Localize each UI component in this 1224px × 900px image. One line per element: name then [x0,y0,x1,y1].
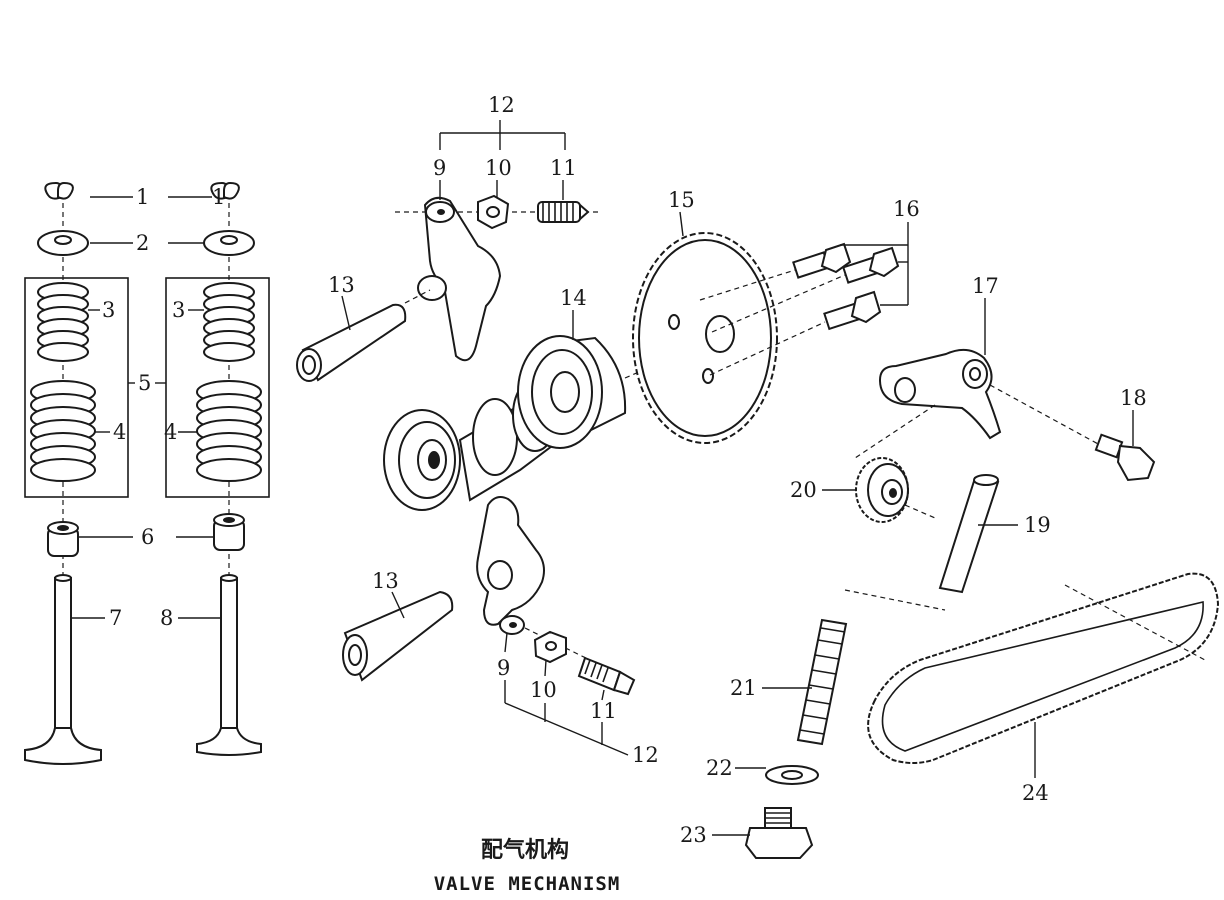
callout-12: 12 [488,93,515,117]
inner-valve-spring [203,282,255,362]
callout-1: 1 [136,185,149,209]
sprocket-bolts [699,242,900,376]
valve-spring-retainer [203,230,255,256]
callout-16: 16 [893,197,920,221]
left-valve-assembly [24,181,129,765]
spring-set-frame [165,277,270,498]
callout-3-right: 3 [172,298,185,322]
valve-spring-retainer [37,230,89,256]
upper-rocker-arm-assembly [395,194,600,362]
callout-19: 19 [1024,513,1051,537]
adjust-screw [577,656,636,696]
rocker-arm-shaft-lower [342,590,454,682]
callout-22: 22 [706,756,733,780]
rocker-arm-shaft-upper [296,289,431,382]
callout-1-right: 1 [212,185,225,209]
tensioner-pivot-bolt [1094,433,1156,482]
adjust-screw [537,201,590,223]
camshaft [383,335,691,511]
tensioner-roller [855,457,936,523]
callout-24: 24 [1022,781,1049,805]
outer-valve-spring [30,380,96,482]
callout-17: 17 [972,274,999,298]
cam-sprocket [632,232,778,444]
callout-5: 5 [138,371,151,395]
callout-6: 6 [141,525,154,549]
callout-9-lower: 9 [497,656,510,680]
tensioner-plug-bolt [744,807,814,859]
lower-rocker-arm-assembly [476,496,636,696]
leader-lines [71,120,1134,836]
callout-15: 15 [668,188,695,212]
sprocket-bolt [792,242,852,279]
valve-collet [44,181,74,200]
callout-21: 21 [730,676,757,700]
spring-set-frame [24,277,129,498]
sprocket-bolt [842,246,900,284]
callout-10: 10 [485,156,512,180]
valve-stem-seal [213,513,245,551]
callout-4-right: 4 [164,420,177,444]
exhaust-valve [24,574,102,765]
callout-11: 11 [550,156,577,180]
callout-18: 18 [1120,386,1147,410]
callout-13-lower: 13 [372,569,399,593]
tensioner-spring [796,618,848,746]
outer-valve-spring [196,380,262,482]
callout-13: 13 [328,273,355,297]
sealing-washer [765,765,819,785]
callout-10-lower: 10 [530,678,557,702]
right-valve-assembly [165,181,270,756]
callout-11-lower: 11 [590,699,617,723]
callout-9: 9 [433,156,446,180]
callout-2: 2 [136,231,149,255]
diagram-title-english: VALVE MECHANISM [434,873,621,895]
callout-7: 7 [109,606,122,630]
callouts: 1 2 3 4 5 6 7 1 2 3 4 6 8 12 9 10 11 13 … [102,93,1147,847]
sprocket-bolt [823,290,882,331]
callout-12-lower: 12 [632,743,659,767]
callout-3: 3 [102,298,115,322]
tensioner-push-rod [938,474,1000,594]
callout-23: 23 [680,823,707,847]
valve-collet [210,181,240,200]
callout-20: 20 [790,478,817,502]
callout-8: 8 [160,606,173,630]
inner-valve-spring [37,282,89,362]
callout-14: 14 [560,286,587,310]
intake-valve [196,574,262,756]
valve-stem-seal [47,521,79,557]
callout-4: 4 [113,420,126,444]
diagram-title-chinese: 配气机构 [481,837,569,863]
chain-tensioner-arm [854,348,1101,459]
cam-chain [867,572,1220,764]
